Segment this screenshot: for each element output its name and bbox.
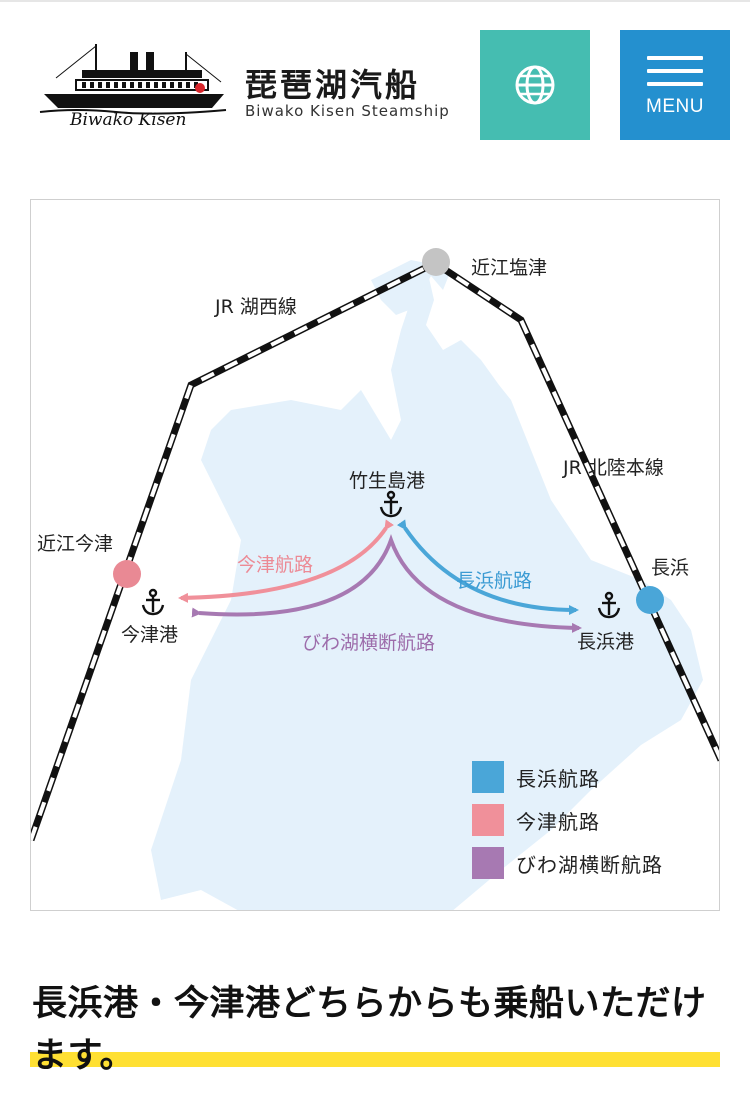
legend-label: 長浜航路 [516,766,600,791]
anchor-icon [379,490,403,518]
site-logo[interactable]: Biwako Kisen [36,38,236,134]
language-button[interactable] [480,30,590,140]
menu-button[interactable]: MENU [620,30,730,140]
hamburger-icon-bar [647,69,703,73]
route-crossing-arrow [191,534,582,633]
station-label-shiotsu: 近江塩津 [471,257,548,279]
route-label-imazu: 今津航路 [237,554,314,576]
station-marker-shiotsu [422,248,450,276]
legend-swatch [472,761,504,793]
legend-item-imazu: 今津航路 [472,804,600,836]
rail-label-kosei: JR 湖西線 [215,296,297,318]
rail-label-hokuriku: JR 北陸本線 [563,457,664,479]
logo-text: Biwako Kisen [70,110,187,130]
site-title: 琵琶湖汽船 [245,66,421,104]
route-map: 近江塩津 JR 湖西線 JR 北陸本線 竹生島港 近江今津 長浜 今津港 長浜港… [30,199,720,911]
site-subtitle: Biwako Kisen Steamship [245,102,450,120]
route-map-graphic [31,248,719,910]
port-label-nagahama: 長浜港 [577,631,635,653]
station-label-nagahama: 長浜 [651,557,690,579]
station-marker-nagahama [636,586,664,614]
legend-label: びわ湖横断航路 [516,852,663,877]
legend-item-crossing: びわ湖横断航路 [472,847,663,879]
route-label-nagahama: 長浜航路 [456,570,533,592]
globe-icon [515,65,555,105]
anchor-icon [141,588,165,616]
port-label-imazu: 今津港 [121,624,179,646]
station-marker-imazu [113,560,141,588]
legend-item-nagahama: 長浜航路 [472,761,600,793]
anchor-icon [597,591,621,619]
route-label-crossing: びわ湖横断航路 [302,632,436,654]
port-label-chikubushima: 竹生島港 [349,470,426,492]
hamburger-icon [647,56,703,60]
steamship-logo-icon [39,44,227,115]
legend-label: 今津航路 [516,809,600,834]
header-top-border [0,0,750,2]
hamburger-icon-bar [647,82,703,86]
section-headline: 長浜港・今津港どちらからも乗船いただけます。 [32,984,707,1076]
menu-label: MENU [646,96,704,117]
station-label-imazu: 近江今津 [37,533,114,555]
legend-swatch [472,804,504,836]
legend-swatch [472,847,504,879]
route-imazu-arrow [178,519,395,603]
headline-highlight [30,1052,720,1067]
